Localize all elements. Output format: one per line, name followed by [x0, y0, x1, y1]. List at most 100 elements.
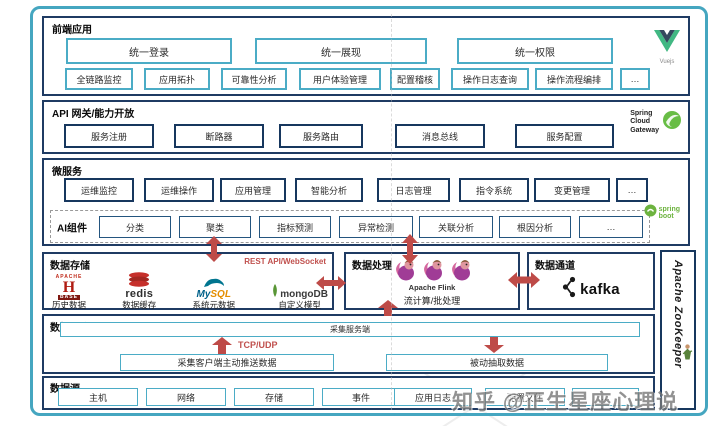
- frontend-layer-label: 前端应用: [52, 25, 92, 36]
- box-ux-management: 用户体验管理: [299, 68, 381, 90]
- flink-squirrel-icon: [423, 260, 442, 281]
- arrow-storage-processing: [316, 276, 346, 290]
- box-log-management: 日志管理: [377, 178, 450, 202]
- redis-wordmark: redis: [125, 287, 154, 300]
- mysql-word-sql: SQL: [210, 288, 231, 300]
- box-clustering: 聚类: [179, 216, 251, 238]
- box-frontend-more: …: [620, 68, 650, 90]
- box-op-orchestration: 操作流程编排: [535, 68, 613, 90]
- spring-leaf-icon: [662, 110, 682, 135]
- data-processing-label: 数据处理: [352, 261, 392, 272]
- data-storage-layer: 数据存储 REST API/WebSocket APACHE H BASE 历史…: [42, 252, 334, 310]
- spring-boot-text2: boot: [658, 213, 674, 220]
- scg-text-line1: Spring: [630, 110, 653, 117]
- spring-boot-logo: spring boot: [644, 204, 680, 222]
- redis-icon: [127, 271, 151, 289]
- data-sources-layer: 数据源 主机 网络 存储 事件 应用日志 配置文件 …: [42, 376, 655, 410]
- spring-boot-icon: [644, 204, 657, 222]
- box-service-register: 服务注册: [64, 124, 154, 148]
- mongodb-wordmark: mongoDB: [280, 288, 328, 300]
- api-gateway-layer: API 网关/能力开放 服务注册 断路器 服务路由 消息总线 服务配置 Spri…: [42, 100, 690, 154]
- box-network: 网络: [146, 388, 226, 406]
- box-unified-presentation: 统一展现: [255, 38, 427, 64]
- ai-components-group: AI组件 分类 聚类 指标预测 异常检测 关联分析 根因分析 …: [50, 210, 650, 243]
- mysql-caption: 系统元数据: [192, 299, 235, 310]
- box-oplog-query: 操作日志查询: [451, 68, 529, 90]
- box-config-file: 配置文件: [485, 388, 565, 406]
- hbase-icon: APACHE H BASE: [55, 273, 83, 300]
- spring-cloud-gateway-logo: Spring Cloud Gateway: [630, 110, 682, 135]
- redis-caption: 数据缓存: [122, 299, 157, 310]
- kafka-icon: [562, 276, 577, 303]
- kafka-wordmark: kafka: [580, 281, 620, 298]
- protocol-label: TCP/UDP: [238, 340, 278, 350]
- arrow-ai-storage: [206, 236, 222, 262]
- scg-text-line2: Cloud: [630, 118, 651, 126]
- ai-components-label: AI组件: [57, 223, 87, 234]
- box-service-routing: 服务路由: [279, 124, 363, 148]
- flink-squirrel-icon: [451, 260, 470, 281]
- box-message-bus: 消息总线: [395, 124, 485, 148]
- mysql-word-my: My: [196, 288, 211, 300]
- box-rootcause-analysis: 根因分析: [499, 216, 571, 238]
- box-app-topology: 应用拓扑: [144, 68, 210, 90]
- box-reliability-analysis: 可靠性分析: [221, 68, 287, 90]
- box-command-system: 指令系统: [459, 178, 529, 202]
- api-gateway-label: API 网关/能力开放: [52, 109, 135, 120]
- hbase-apache-text: APACHE: [55, 273, 83, 280]
- box-microservice-more: …: [616, 178, 648, 202]
- box-unified-permission: 统一权限: [457, 38, 613, 64]
- storage-logo-row: APACHE H BASE 历史数据 redis 数据缓存: [52, 266, 328, 310]
- mongodb-caption: 自定义模型: [278, 299, 321, 310]
- box-source-more: …: [572, 388, 639, 406]
- kafka-logo: kafka: [529, 276, 653, 303]
- mysql-column: MySQL 系统元数据: [192, 266, 235, 310]
- outer-frame: [30, 6, 708, 416]
- box-app-log: 应用日志: [394, 388, 472, 406]
- box-unified-login: 统一登录: [66, 38, 232, 64]
- vuejs-icon: [654, 30, 680, 57]
- box-passive-pull: 被动抽取数据: [386, 354, 608, 371]
- box-metric-prediction: 指标预测: [259, 216, 331, 238]
- mongodb-column: mongoDB 自定义模型: [271, 266, 328, 310]
- vuejs-caption: Vuejs: [659, 59, 675, 65]
- box-ops-monitor: 运维监控: [64, 178, 134, 202]
- mysql-dolphin-icon: [203, 277, 225, 290]
- box-ai-more: …: [579, 216, 643, 238]
- zookeeper-icon: [681, 344, 694, 366]
- data-channel-layer: 数据通道 kafka: [527, 252, 655, 310]
- mongodb-leaf-icon: [271, 283, 279, 300]
- box-circuit-breaker: 断路器: [174, 124, 264, 148]
- box-smart-analysis: 智能分析: [295, 178, 363, 202]
- box-classification: 分类: [99, 216, 171, 238]
- arrow-collection-processing: [378, 300, 398, 316]
- microservices-layer: 微服务 运维监控 运维操作 应用管理 智能分析 日志管理 指令系统 变更管理 ……: [42, 158, 690, 246]
- scg-text-line3: Gateway: [630, 126, 659, 134]
- data-storage-label: 数据存储: [50, 261, 90, 272]
- box-ops-operation: 运维操作: [144, 178, 214, 202]
- box-host: 主机: [58, 388, 138, 406]
- data-processing-layer: 数据处理 Apac: [344, 252, 520, 310]
- vuejs-logo: Vuejs: [654, 30, 680, 65]
- box-fullchain-monitor: 全链路监控: [65, 68, 133, 90]
- box-client-push: 采集客户端主动推送数据: [120, 354, 334, 371]
- box-event: 事件: [322, 388, 400, 406]
- redis-column: redis 数据缓存: [122, 266, 156, 310]
- flink-logo-text: Apache Flink: [408, 283, 456, 292]
- flink-squirrel-icons: [346, 258, 518, 282]
- spring-boot-text1: spring: [658, 206, 680, 213]
- hbase-column: APACHE H BASE 历史数据: [52, 266, 86, 310]
- box-app-management: 应用管理: [220, 178, 286, 202]
- box-service-config: 服务配置: [515, 124, 614, 148]
- hbase-base-text: BASE: [58, 293, 80, 300]
- box-collection-server: 采集服务端: [60, 322, 640, 337]
- arrow-ai-processing: [402, 234, 418, 264]
- data-channel-label: 数据通道: [535, 261, 575, 272]
- box-anomaly-detection: 异常检测: [339, 216, 413, 238]
- hbase-letter: H: [62, 278, 76, 296]
- processing-caption: 流计算/批处理: [403, 296, 461, 306]
- box-config-audit: 配置稽核: [390, 68, 440, 90]
- arrow-processing-channel: [508, 272, 540, 288]
- hbase-caption: 历史数据: [52, 299, 87, 310]
